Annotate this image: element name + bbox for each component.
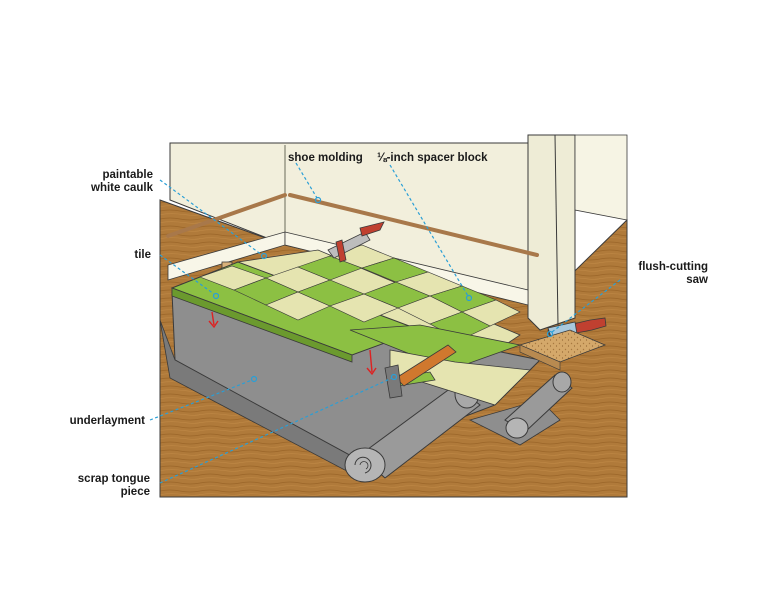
label-paintable-white-caulk-2: white caulk [90, 182, 154, 194]
label-scrap-tongue-piece-2: piece [121, 486, 150, 498]
tile-floor [170, 244, 531, 406]
caulk-gun [327, 221, 385, 263]
shoe-molding [166, 193, 539, 257]
callout-labels: paintable white caulk tile underlayment … [70, 152, 708, 498]
label-flush-cutting-saw-1: flush-cutting [638, 261, 708, 273]
label-paintable-white-caulk-1: paintable [103, 169, 153, 181]
label-underlayment: underlayment [70, 415, 146, 427]
label-tile: tile [134, 249, 151, 261]
label-shoe-molding: shoe molding [288, 152, 363, 164]
label-scrap-tongue-piece-1: scrap tongue [78, 473, 150, 485]
hammer [384, 344, 457, 399]
cork-piece [518, 329, 607, 371]
leader-lines [149, 162, 621, 484]
label-spacer-block: ⅛-inch spacer block [377, 152, 488, 164]
label-flush-cutting-saw-2: saw [686, 274, 708, 286]
